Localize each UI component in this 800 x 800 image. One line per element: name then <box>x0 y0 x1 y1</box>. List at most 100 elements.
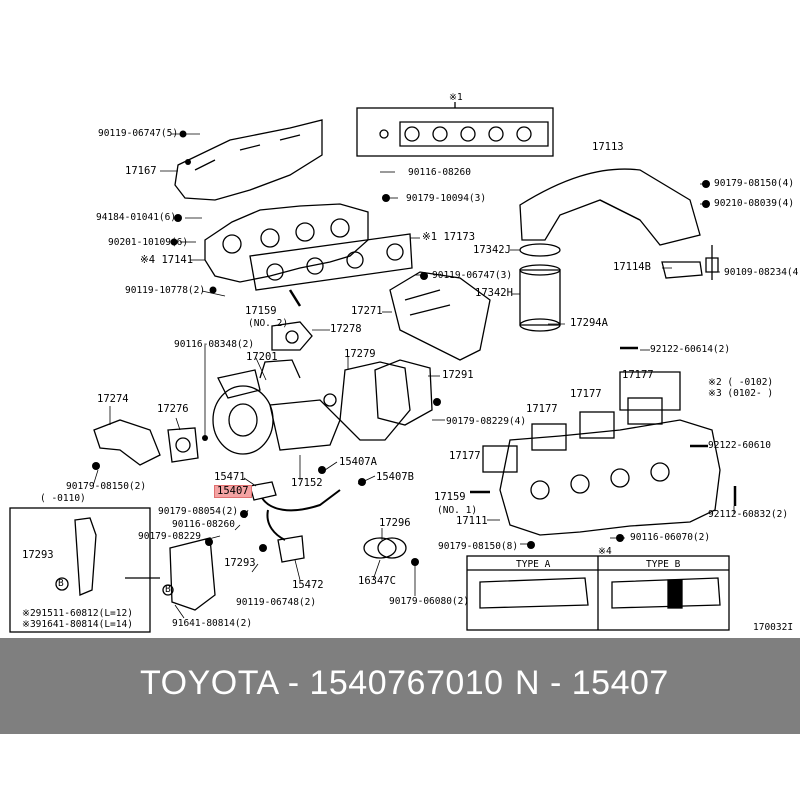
label-type-a: TYPE A <box>516 559 551 570</box>
label-17278: 17278 <box>330 323 362 335</box>
label-90119-06747-3: 90119-06747(3) <box>432 270 513 281</box>
turbocharger <box>212 359 341 455</box>
label-90210-08039: 90210-08039(4) <box>714 198 795 209</box>
gasket-17276 <box>167 427 199 463</box>
gasket-15471 <box>249 481 277 501</box>
bottom-margin <box>0 734 800 800</box>
label-90119-06747-5: 90119-06747(5) <box>98 128 179 139</box>
bracket-box <box>9 507 151 633</box>
label-type-b: TYPE B <box>646 559 681 570</box>
label-90116-08348: 90116-08348(2) <box>174 339 255 350</box>
label-92122-60614: 92122-60614(2) <box>650 344 731 355</box>
label-92122-60610: 92122-60610 <box>708 440 771 451</box>
label-90119-10778: 90119-10778(2) <box>125 285 206 296</box>
label-90109-08234: 90109-08234(4) <box>724 267 800 278</box>
label-90179-08150-4: 90179-08150(4) <box>714 178 795 189</box>
label-17342J: 17342J <box>473 244 511 256</box>
label-15471: 15471 <box>214 471 246 483</box>
label-15407-highlight: 15407 <box>214 485 252 498</box>
intake-pipe <box>519 168 701 246</box>
heat-insulator-17167 <box>174 119 323 201</box>
label-17114B: 17114B <box>613 261 651 273</box>
label-17177-mid: 17177 <box>570 388 602 400</box>
label-17279: 17279 <box>344 348 376 360</box>
label-17159-no1: 17159 <box>434 491 466 503</box>
parts-diagram: ※1 90119-06747(5) 17167 90116-08260 9017… <box>9 92 800 633</box>
label-91511-60812: ※291511-60812(L=12) <box>22 608 133 619</box>
label-17113: 17113 <box>592 141 624 153</box>
bracket-17293-b <box>169 537 216 611</box>
gasket-outline <box>379 121 549 147</box>
label-92112-60832: 92112-60832(2) <box>708 509 789 520</box>
label-17111: 17111 <box>456 515 488 527</box>
label-17167: 17167 <box>125 165 157 177</box>
gasket-17114B <box>661 261 703 279</box>
reference-number: N - 15407 <box>515 664 669 702</box>
label-b: B <box>165 584 171 595</box>
gasket-box <box>356 107 554 157</box>
gasket-17177-a <box>482 445 518 473</box>
label-17342H: 17342H <box>475 287 513 299</box>
label-90179-08229-4: 90179-08229(4) <box>446 416 527 427</box>
heat-shield-17271 <box>389 271 491 361</box>
pipe-15407 <box>261 489 341 512</box>
label-17294A: 17294A <box>570 317 608 329</box>
label-90119-06748: 90119-06748(2) <box>236 597 317 608</box>
label-15407B: 15407B <box>376 471 414 483</box>
brand-part-number: TOYOTA - 1540767010 <box>140 664 504 702</box>
label-91641-80814: 91641-80814(2) <box>172 618 253 629</box>
label-17177-bottom: 17177 <box>449 450 481 462</box>
gasket-15472 <box>277 535 305 563</box>
exhaust-manifold-17111 <box>499 419 721 536</box>
label-90116-08260-bottom: 90116-08260 <box>172 519 235 530</box>
label-17293-box: 17293 <box>22 549 54 561</box>
label-94184-01041: 94184-01041(6) <box>96 212 177 223</box>
label-note-4: ※4 <box>598 546 612 557</box>
elbow-17274 <box>93 419 161 466</box>
label-17271: 17271 <box>351 305 383 317</box>
label-16347C: 16347C <box>358 575 396 587</box>
label-15407A: 15407A <box>339 456 377 468</box>
label-90179-08229: 90179-08229 <box>138 531 201 542</box>
label-90201-10109: 90201-10109(6) <box>108 237 189 248</box>
label-90179-08150-2: 90179-08150(2) <box>66 481 147 492</box>
label-17291: 17291 <box>442 369 474 381</box>
label-90179-06080: 90179-06080(2) <box>389 596 470 607</box>
type-a-manifold <box>479 577 589 609</box>
turbine-outlet <box>339 361 411 441</box>
label-17173: ※1 17173 <box>422 231 476 243</box>
label-90116-06070: 90116-06070(2) <box>630 532 711 543</box>
label-17152: 17152 <box>291 477 323 489</box>
label-17293: 17293 <box>224 557 256 569</box>
label-15472: 15472 <box>292 579 324 591</box>
label-b-box: B <box>58 578 64 589</box>
gasket-17278 <box>271 321 313 351</box>
gasket-17177-c <box>579 411 615 439</box>
label-90179-10094: 90179-10094(3) <box>406 193 487 204</box>
label-17141: ※4 17141 <box>140 254 194 266</box>
label-note-2: ※2 ( -0102) <box>708 377 774 388</box>
label-no1: (NO. 1) <box>437 505 478 516</box>
housing-17291 <box>374 359 433 426</box>
hose-17342H <box>519 269 561 326</box>
label-diagram-id: 170032I <box>753 622 794 633</box>
label-90116-08260-top: 90116-08260 <box>408 167 471 178</box>
label-90179-08054: 90179-08054(2) <box>158 506 239 517</box>
exhaust-manifold <box>204 203 369 283</box>
label-17201: 17201 <box>246 351 278 363</box>
diagram-drawing <box>9 102 737 633</box>
caption-band: TOYOTA - 1540767010 N - 15407 <box>0 638 800 734</box>
label-box-range: ( -0110) <box>40 493 86 504</box>
label-17177-top: 17177 <box>622 369 654 381</box>
label-91641-80814-box: ※391641-80814(L=14) <box>22 619 133 630</box>
label-note-1: ※1 <box>449 92 463 103</box>
label-17159-no2: 17159 <box>245 305 277 317</box>
label-17276: 17276 <box>157 403 189 415</box>
label-17296: 17296 <box>379 517 411 529</box>
label-no2: (NO. 2) <box>248 318 289 329</box>
label-note-3: ※3 (0102- ) <box>708 388 774 399</box>
clamp-17342J <box>519 243 561 257</box>
gasket-17177-d <box>627 397 663 425</box>
gasket-17177-b <box>531 423 567 451</box>
label-17177-left: 17177 <box>526 403 558 415</box>
